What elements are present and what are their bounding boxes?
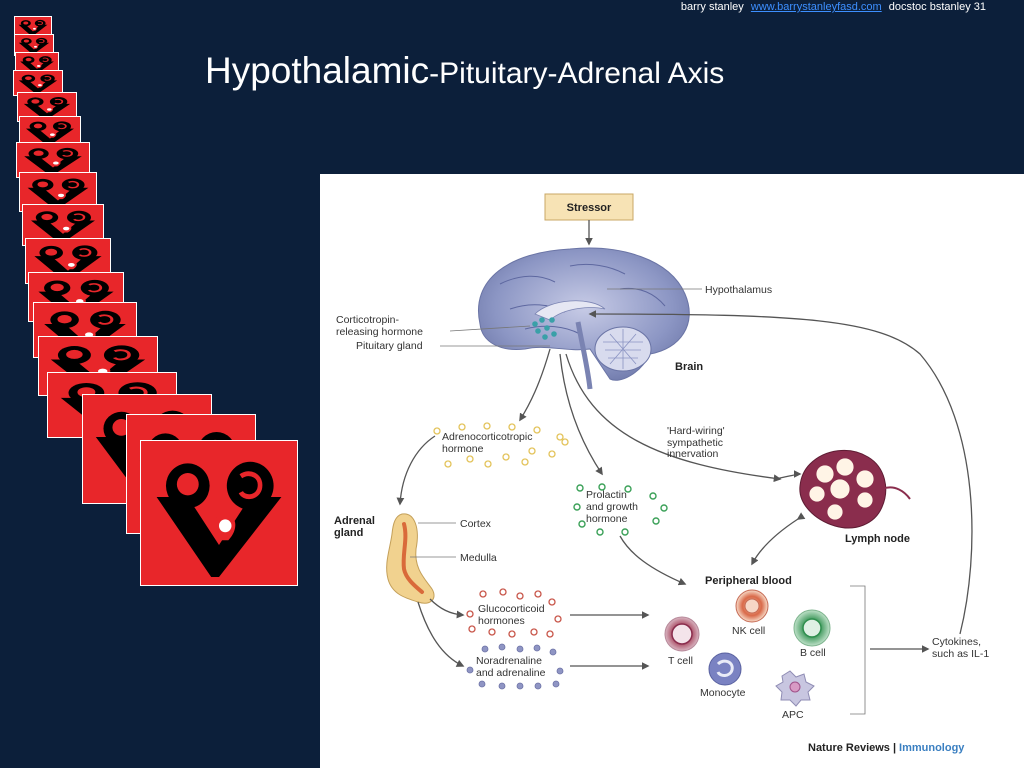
apc-label: APC [782, 709, 804, 721]
acth-label-line1: Adrenocorticotropic [442, 431, 532, 443]
glucocorticoid-label-line1: Glucocorticoid [478, 603, 545, 615]
brain-illustration [478, 247, 690, 390]
brain-label: Brain [675, 361, 703, 373]
acth-label-line2: hormone [442, 443, 484, 455]
fasd-logo-icon [156, 461, 282, 577]
header-bar: barry stanley www.barrystanleyfasd.com d… [0, 0, 1024, 16]
cortex-label: Cortex [460, 518, 492, 530]
hardwiring-label-line1: 'Hard-wiring' [667, 425, 725, 437]
hpa-diagram-panel: Stressor Hypothalamus Corticotropin- rel… [320, 174, 1024, 768]
fasd-logo-icon [26, 121, 74, 146]
prolactin-label-line1: Prolactin [586, 489, 627, 501]
fasd-logo-icon [20, 56, 54, 74]
fasd-logo-icon [23, 97, 71, 120]
prolactin-label-line2: and growth [586, 501, 638, 513]
crh-label-line1: Corticotropin- [336, 314, 400, 326]
glucocorticoid-label-line2: hormones [478, 615, 525, 627]
author-name: barry stanley [680, 1, 744, 13]
fasd-logo-tile [25, 238, 111, 284]
fasd-logo-icon [44, 310, 126, 354]
stressor-box [544, 193, 634, 221]
hardwiring-label-line3: innervation [667, 448, 719, 460]
peripheral-blood-label: Peripheral blood [705, 575, 792, 587]
fasd-logo-icon [38, 279, 114, 319]
adrenal-label-line2: gland [334, 527, 363, 539]
title-main: Hypothalamic [205, 50, 430, 91]
lymph-node-label: Lymph node [845, 533, 910, 545]
header-tail: docstoc bstanley 31 [888, 1, 986, 13]
lymph-node-illustration [799, 449, 911, 529]
t-cell-label: T cell [668, 655, 693, 667]
credit-source: Nature Reviews [808, 742, 890, 754]
hypothalamus-label: Hypothalamus [705, 284, 772, 296]
adrenal-gland-shape [386, 513, 435, 604]
title-rest: -Pituitary-Adrenal Axis [429, 57, 725, 90]
cytokines-label-line1: Cytokines, [932, 636, 981, 648]
website-link[interactable]: www.barrystanleyfasd.com [750, 1, 882, 13]
crh-label-line2: releasing hormone [336, 326, 423, 338]
stressor-label: Stressor [567, 202, 612, 214]
b-cell-icon [793, 609, 831, 647]
cytokines-label-line2: such as IL-1 [932, 648, 989, 660]
fasd-logo-icon [18, 74, 58, 94]
logo-stack [0, 0, 320, 600]
noradrenaline-label-line2: and adrenaline [476, 667, 546, 679]
fasd-logo-icon [27, 178, 89, 209]
t-cell-icon [664, 616, 700, 652]
prolactin-label-line3: hormone [586, 513, 628, 525]
b-cell-label: B cell [800, 647, 826, 659]
fasd-logo-icon [18, 37, 50, 54]
fasd-logo-icon [24, 147, 82, 176]
fasd-logo-icon [50, 345, 146, 392]
hpa-diagram: Stressor Hypothalamus Corticotropin- rel… [334, 193, 989, 721]
fasd-logo-icon [18, 19, 48, 36]
apc-icon [775, 670, 815, 707]
fasd-logo-icon [31, 210, 95, 243]
fasd-logo-tile [140, 440, 298, 586]
adrenal-label-line1: Adrenal [334, 515, 375, 527]
pituitary-label: Pituitary gland [356, 340, 423, 352]
credit-journal: Immunology [899, 742, 965, 754]
hardwiring-label-line2: sympathetic [667, 437, 723, 449]
monocyte-icon [708, 652, 742, 686]
fasd-logo-tile [13, 70, 63, 96]
nk-cell-icon [735, 589, 769, 623]
nk-cell-label: NK cell [732, 625, 765, 637]
monocyte-label: Monocyte [700, 687, 746, 699]
fasd-logo-icon [34, 245, 102, 281]
slide-title: Hypothalamic-Pituitary-Adrenal Axis [205, 50, 724, 92]
noradrenaline-label-line1: Noradrenaline [476, 655, 542, 667]
medulla-label: Medulla [460, 552, 497, 564]
figure-credit: Nature Reviews|Immunology [808, 742, 965, 754]
